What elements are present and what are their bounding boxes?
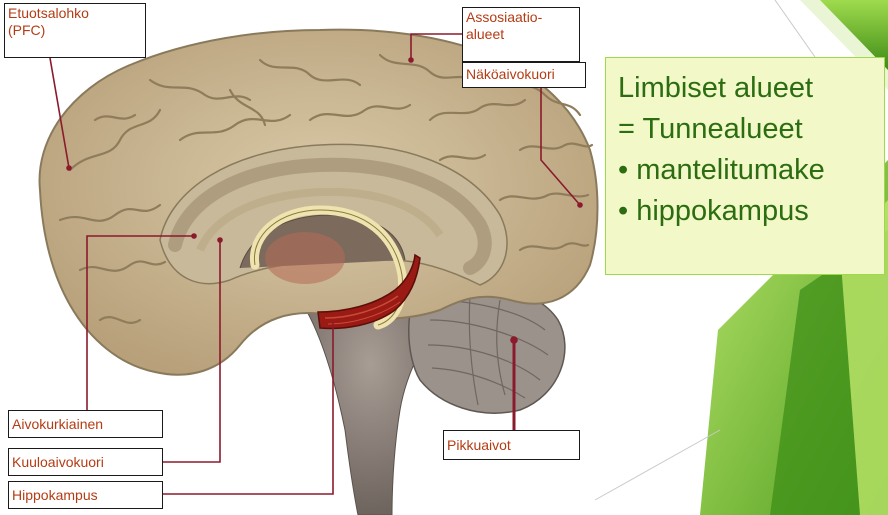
label-pikkuaivot-text: Pikkuaivot — [447, 437, 576, 454]
leader-dot-nakoaivokuori — [578, 203, 582, 207]
infobox-bullet-mantelitumake: • mantelitumake — [618, 150, 884, 191]
label-assosiaatio-line2: alueet — [466, 26, 576, 43]
label-aivokurkiainen: Aivokurkiainen — [8, 410, 163, 438]
label-etuotsalohko-line1: Etuotsalohko — [8, 5, 142, 22]
label-hippokampus: Hippokampus — [8, 481, 163, 509]
label-etuotsalohko-line2: (PFC) — [8, 22, 142, 39]
label-kuuloaivokuori-text: Kuuloaivokuori — [12, 454, 159, 471]
label-etuotsalohko: Etuotsalohko (PFC) — [4, 3, 146, 58]
limbic-info-box: Limbiset alueet = Tunnealueet • mantelit… — [605, 57, 885, 275]
label-pikkuaivot: Pikkuaivot — [443, 430, 580, 460]
label-assosiaatio: Assosiaatio- alueet — [462, 7, 580, 62]
label-hippokampus-text: Hippokampus — [12, 487, 159, 504]
label-nakoaivokuori: Näköaivokuori — [462, 62, 586, 88]
infobox-bullet-hippokampus: • hippokampus — [618, 191, 884, 232]
label-kuuloaivokuori: Kuuloaivokuori — [8, 448, 163, 476]
label-nakoaivokuori-text: Näköaivokuori — [466, 66, 582, 83]
leader-dot-assosiaatio — [409, 58, 413, 62]
infobox-subtitle: = Tunnealueet — [618, 109, 884, 150]
leader-dot-pikkuaivot — [511, 337, 517, 343]
leader-dot-kuuloaivokuori — [218, 238, 222, 242]
label-assosiaatio-line1: Assosiaatio- — [466, 9, 576, 26]
label-aivokurkiainen-text: Aivokurkiainen — [12, 416, 159, 433]
infobox-title: Limbiset alueet — [618, 68, 884, 109]
leader-dot-etuotsalohko — [67, 166, 71, 170]
leader-dot-aivokurkiainen — [192, 234, 196, 238]
